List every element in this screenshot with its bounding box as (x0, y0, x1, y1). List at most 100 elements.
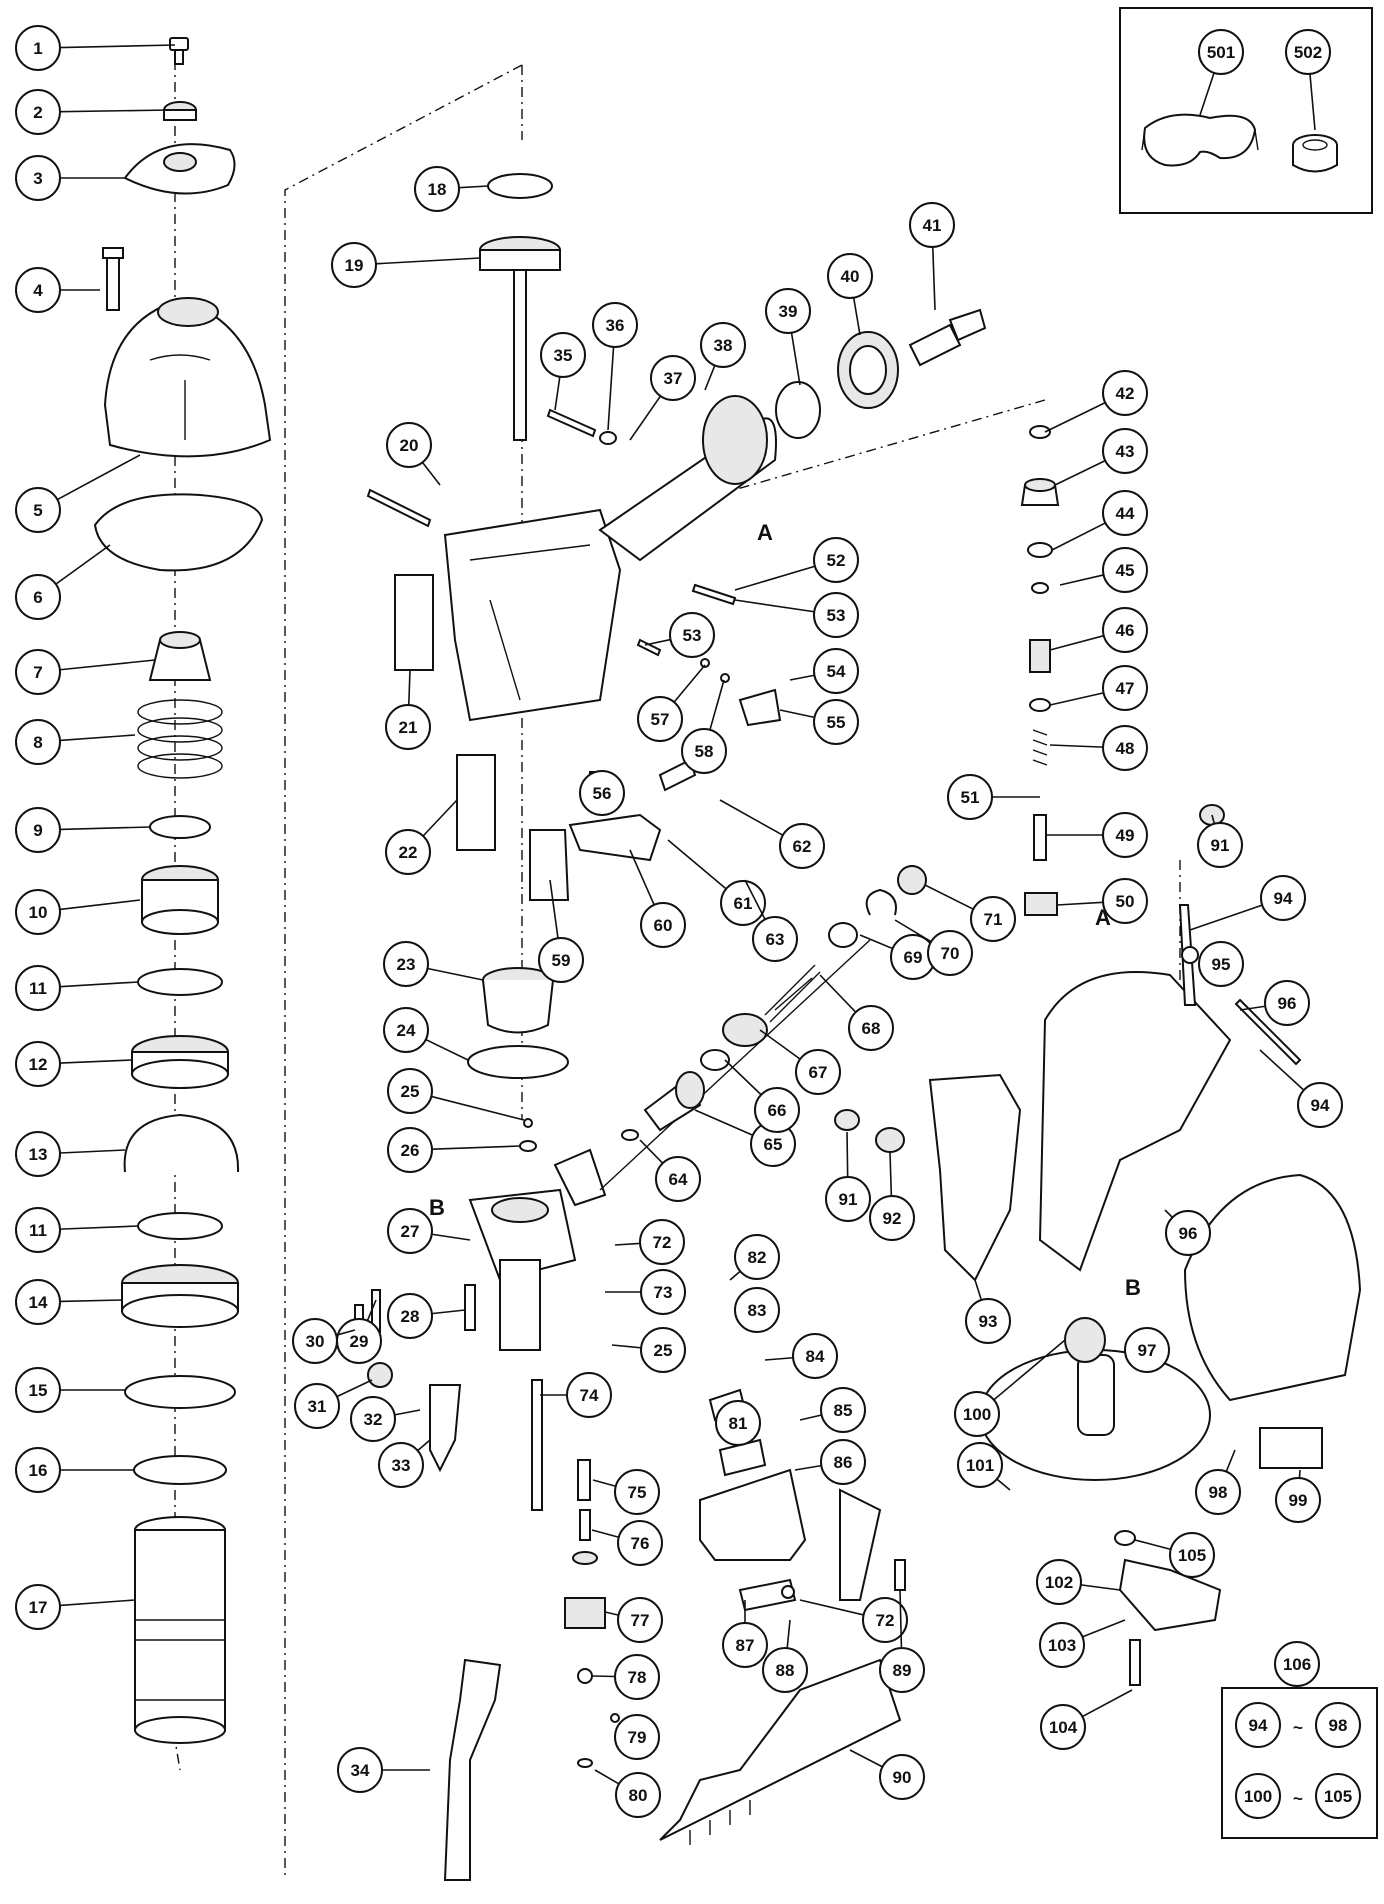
callout-62: 62 (719, 799, 825, 869)
callout-circle-49 (1102, 812, 1148, 858)
callout-96: 96 (1164, 1209, 1211, 1256)
callout-label-76: 76 (631, 1534, 650, 1553)
callout-93: 93 (965, 1279, 1011, 1344)
callout-circle-43 (1102, 428, 1148, 474)
callout-circle-71 (970, 896, 1016, 942)
kit-row2-start: 100 (1235, 1773, 1281, 1819)
callout-46: 46 (1049, 607, 1148, 653)
callout-58: 58 (681, 679, 727, 774)
oring-part-45 (1031, 582, 1049, 594)
callout-circle-1 (15, 25, 61, 71)
callout-circle-91 (825, 1176, 871, 1222)
leader-line-62 (719, 799, 784, 836)
callout-label-66: 66 (768, 1101, 787, 1120)
leader-line-40 (852, 297, 861, 336)
leader-line-8 (59, 734, 136, 742)
valve-assembly-part-59 (529, 829, 570, 901)
callout-72: 72 (614, 1219, 685, 1265)
leader-line-11 (59, 1225, 139, 1230)
callout-33: 33 (378, 1439, 431, 1488)
callout-circle-85 (820, 1387, 866, 1433)
callout-71: 71 (924, 884, 1016, 942)
leader-line-94 (1259, 1049, 1305, 1091)
callout-97: 97 (1124, 1327, 1170, 1373)
leader-line-6 (55, 544, 111, 585)
callout-14: 14 (15, 1279, 123, 1325)
callout-label-50: 50 (1116, 892, 1135, 911)
callout-2: 2 (15, 89, 171, 135)
kit-box (1221, 1687, 1378, 1839)
callout-label-63: 63 (766, 930, 785, 949)
callout-circle-102 (1036, 1559, 1082, 1605)
seal-part-67 (722, 1013, 768, 1047)
leader-line-67 (759, 1029, 801, 1060)
callout-label-24: 24 (397, 1021, 416, 1040)
callout-38: 38 (700, 322, 746, 391)
callout-label-27: 27 (401, 1222, 420, 1241)
callout-label-103: 103 (1048, 1636, 1076, 1655)
callout-label-60: 60 (654, 916, 673, 935)
callout-label-102: 102 (1045, 1573, 1073, 1592)
callout-48: 48 (1049, 725, 1148, 771)
label-part-99 (1259, 1427, 1323, 1469)
callout-label-96: 96 (1278, 994, 1297, 1013)
callout-circle-97 (1124, 1327, 1170, 1373)
callout-circle-23 (383, 941, 429, 987)
callout-28: 28 (387, 1293, 466, 1339)
callout-label-502: 502 (1294, 43, 1322, 62)
callout-label-100: 100 (963, 1405, 991, 1424)
callout-78: 78 (592, 1654, 660, 1700)
callout-label-88: 88 (776, 1661, 795, 1680)
callout-circle-32 (350, 1396, 396, 1442)
leader-line-82 (729, 1270, 741, 1281)
callout-43: 43 (1054, 428, 1148, 486)
svg-text:~: ~ (1293, 1789, 1303, 1808)
leader-line-17 (59, 1599, 136, 1607)
callout-64: 64 (639, 1139, 701, 1202)
callout-circle-38 (700, 322, 746, 368)
callout-label-72: 72 (653, 1233, 672, 1252)
callout-circle-31 (294, 1383, 340, 1429)
callout-25: 25 (611, 1327, 686, 1373)
callout-68: 68 (819, 974, 894, 1051)
callout-84: 84 (764, 1333, 838, 1379)
callout-12: 12 (15, 1041, 133, 1087)
leader-line-59 (549, 879, 559, 939)
callout-circle-103 (1039, 1622, 1085, 1668)
leader-line-27 (431, 1233, 471, 1241)
valve-part-46 (1029, 639, 1051, 673)
callout-circle-19 (331, 242, 377, 288)
leader-line-33 (417, 1439, 431, 1452)
svg-text:~: ~ (1293, 1718, 1303, 1737)
callout-circle-86 (820, 1439, 866, 1485)
callout-6: 6 (15, 544, 111, 620)
callout-49: 49 (1046, 812, 1148, 858)
leader-line-7 (59, 659, 156, 671)
callout-95: 95 (1198, 941, 1244, 987)
callout-7: 7 (15, 649, 156, 695)
callout-99: 99 (1275, 1469, 1321, 1523)
valve-cap-part-43 (1020, 478, 1060, 506)
callout-39: 39 (765, 288, 811, 386)
callout-label-92: 92 (883, 1209, 902, 1228)
callout-26: 26 (387, 1127, 521, 1173)
callout-label-2: 2 (33, 103, 42, 122)
accessory-box (1119, 7, 1373, 214)
callout-circle-47 (1102, 665, 1148, 711)
callout-circle-93 (965, 1298, 1011, 1344)
callout-13: 13 (15, 1131, 126, 1177)
callout-circle-72 (862, 1597, 908, 1643)
callout-label-6: 6 (33, 588, 42, 607)
callout-label-35: 35 (554, 346, 573, 365)
cap-part-71 (897, 865, 927, 895)
callout-label-11: 11 (29, 1221, 47, 1240)
callout-19: 19 (331, 242, 481, 288)
callout-label-81: 81 (729, 1414, 748, 1433)
callout-75: 75 (592, 1469, 660, 1515)
callout-label-14: 14 (29, 1293, 48, 1312)
leader-line-37 (629, 395, 662, 441)
callout-circle-94 (1297, 1082, 1343, 1128)
leader-line-84 (764, 1356, 794, 1361)
callout-41: 41 (909, 202, 955, 311)
callout-11: 11 (15, 1207, 139, 1253)
